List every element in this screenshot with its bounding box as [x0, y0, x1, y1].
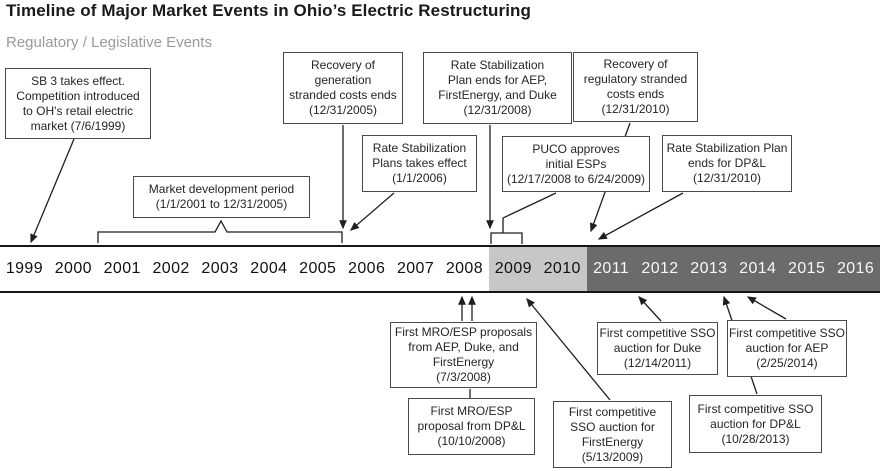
year-label-2000: 2000	[54, 260, 92, 277]
year-label-2009: 2009	[494, 260, 532, 277]
event-text-line: First MRO/ESP proposals	[394, 325, 533, 339]
event-text-line: Rate Stabilization	[450, 58, 545, 72]
event-text-line: Rate Stabilization Plan	[666, 141, 788, 155]
diagram-subtitle: Regulatory / Legislative Events	[6, 34, 212, 51]
year-label-2008: 2008	[445, 260, 484, 277]
event-text-line: First competitive SSO	[599, 326, 716, 340]
event-text-line: (12/31/2010)	[692, 171, 762, 185]
year-label-2003: 2003	[201, 260, 239, 277]
year-label-2002: 2002	[152, 260, 190, 277]
event-text-line: First competitive	[568, 404, 657, 419]
event-text-line: (12/31/2005)	[308, 103, 378, 117]
connector-rsp-takes-effect	[350, 192, 395, 231]
bracket-puco	[490, 232, 523, 244]
event-text-line: SB 3 takes effect.	[31, 73, 125, 88]
connector-sso-aep	[746, 296, 787, 320]
page-title: Timeline of Major Market Events in Ohio’…	[6, 1, 532, 20]
bar-section-transition-period	[488, 247, 587, 291]
event-text-line: auction for AEP	[745, 341, 829, 355]
event-text-line: FirstEnergy	[432, 355, 495, 369]
event-text-line: auction for Duke	[613, 341, 702, 355]
year-label-2005: 2005	[299, 260, 337, 277]
connector-sso-duke	[638, 296, 662, 322]
event-box-sb3: SB 3 takes effect.Competition introduced…	[5, 68, 151, 139]
event-text-line: regulatory stranded	[583, 72, 688, 86]
year-label-2010: 2010	[543, 260, 581, 277]
event-text-line: (5/13/2009)	[581, 449, 644, 464]
event-text-line: First competitive SSO	[697, 401, 814, 416]
event-text-line: PUCO approves	[532, 141, 620, 156]
event-text-line: First competitive SSO	[728, 326, 846, 340]
event-text-line: (1/1/2001 to 12/31/2005)	[155, 197, 288, 211]
year-label-2007: 2007	[396, 260, 435, 277]
event-text-line: (10/10/2008)	[437, 434, 506, 448]
event-text-line: (12/31/2010)	[601, 102, 670, 116]
year-label-2013: 2013	[690, 260, 728, 277]
year-label-2011: 2011	[593, 260, 630, 277]
event-text-line: Recovery of	[603, 57, 668, 71]
bar-section-competition-period	[0, 247, 489, 291]
event-text-line: generation	[314, 73, 372, 87]
event-text-line: from AEP, Duke, and	[408, 340, 519, 354]
event-text-line: First MRO/ESP	[430, 404, 513, 418]
event-text-line: stranded costs ends	[289, 88, 397, 102]
event-text-line: (1/1/2006)	[392, 171, 447, 185]
year-label-2006: 2006	[348, 260, 386, 277]
event-text-line: Plans takes effect	[372, 156, 467, 170]
timeline-bar-top-edge	[0, 245, 880, 247]
bracket-market-development	[97, 219, 343, 243]
bar-section-auction-period	[586, 247, 880, 291]
event-text-line: (7/3/2008)	[436, 370, 491, 384]
event-text-line: (12/17/2008 to 6/24/2009)	[506, 171, 646, 186]
event-text-line: proposal from DP&L	[417, 419, 526, 433]
connector-sso-firstenergy	[526, 297, 611, 401]
year-label-2004: 2004	[250, 260, 288, 277]
event-text-line: Market development period	[148, 182, 295, 196]
year-label-1999: 1999	[5, 260, 44, 277]
connector-sb3	[30, 138, 75, 244]
event-text-line: (12/14/2011)	[623, 356, 692, 370]
connector-rsp-ends-dpl	[597, 192, 684, 240]
year-label-2012: 2012	[641, 260, 679, 277]
event-text-line: (2/25/2014)	[756, 356, 818, 370]
event-text-line: initial ESPs	[545, 156, 607, 171]
event-text-line: Competition introduced	[16, 88, 140, 103]
event-text-line: SSO auction for	[570, 419, 655, 434]
event-text-line: costs ends	[606, 87, 665, 101]
event-text-line: (10/28/2013)	[721, 431, 790, 446]
connector-puco-stem	[502, 192, 557, 233]
year-label-2016: 2016	[836, 260, 875, 277]
event-text-line: ends for DP&L	[687, 156, 767, 170]
timeline-bar-bottom-edge	[0, 291, 880, 293]
event-text-line: Rate Stabilization	[372, 141, 467, 155]
event-text-line: (12/31/2008)	[463, 103, 532, 117]
event-text-line: FirstEnergy, and Duke	[438, 88, 557, 102]
year-label-2001: 2001	[103, 260, 141, 277]
event-text-line: auction for DP&L	[710, 416, 801, 431]
event-text-line: to OH's retail electric	[22, 103, 134, 118]
event-text-line: Plan ends for AEP,	[447, 73, 548, 87]
event-text-line: Recovery of	[310, 58, 376, 72]
event-text-line: market (7/6/1999)	[30, 118, 126, 133]
event-text-line: FirstEnergy	[581, 434, 644, 449]
year-label-2014: 2014	[739, 260, 777, 277]
event-box-market-development: Market development period(1/1/2001 to 12…	[133, 176, 310, 218]
year-label-2015: 2015	[788, 260, 826, 277]
